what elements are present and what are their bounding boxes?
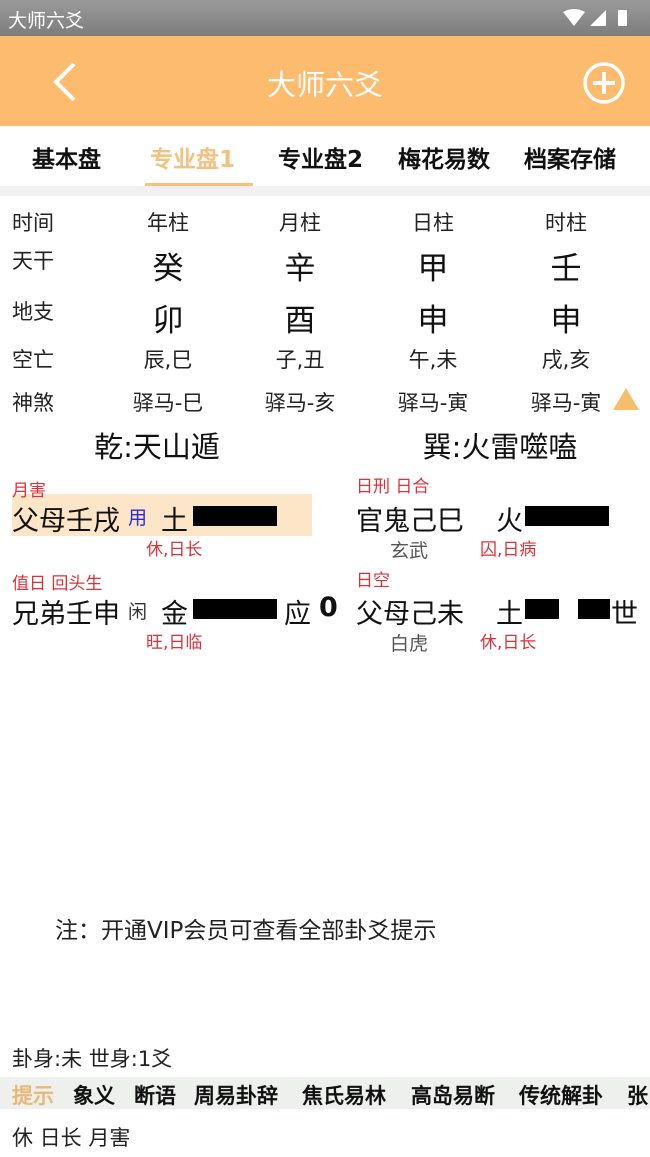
bottom-tab[interactable]: 传统解卦 [519, 1084, 603, 1108]
line-tag: 日刑 日合 [356, 477, 430, 497]
xian-marker: 闲 [128, 601, 148, 623]
yin-line-bar-left [525, 599, 559, 619]
page-title: 大师六爻 [266, 68, 383, 102]
yang-line-bar [525, 506, 609, 526]
pillar-gan: 甲 [417, 251, 449, 287]
line-shen: 玄武 [390, 540, 429, 562]
line-state: 休,日长 [146, 540, 203, 560]
pillar-name: 日柱 [412, 211, 454, 235]
bottom-tab-bar: 提示 象义 断语 周易卦辞 焦氏易林 高岛易断 传统解卦 张 [0, 1077, 650, 1109]
main-hexagram: 乾:天山遁 [94, 430, 220, 464]
bottom-tab[interactable]: 断语 [134, 1084, 176, 1108]
line-wuxing: 金 [161, 599, 188, 630]
pillar-name: 月柱 [279, 211, 321, 235]
bottom-tab[interactable]: 焦氏易林 [302, 1084, 386, 1108]
line-name[interactable]: 官鬼己巳 [356, 506, 464, 537]
label-time: 时间 [12, 211, 54, 235]
plus-circle-icon[interactable] [582, 61, 626, 105]
line-tag: 值日 回头生 [12, 574, 103, 594]
label-zhi: 地支 [12, 300, 54, 324]
hint-text: 休 日长 月害 [12, 1126, 131, 1150]
tab-bar: 基本盘 专业盘1 专业盘2 梅花易数 档案存储 [0, 126, 650, 186]
chevron-left-icon[interactable] [50, 61, 80, 103]
line-state: 旺,日临 [146, 633, 203, 653]
line-name[interactable]: 父母己未 [356, 599, 464, 630]
pillar-sha: 驿马-寅 [397, 391, 469, 415]
tab-basic[interactable]: 基本盘 [32, 147, 101, 173]
line-shen: 白虎 [390, 633, 429, 655]
yang-line-bar [193, 599, 277, 619]
line-wuxing: 火 [496, 506, 523, 537]
tab-archive[interactable]: 档案存储 [524, 147, 616, 173]
line-state: 囚,日病 [480, 540, 537, 560]
line-name[interactable]: 父母壬戌 [12, 506, 120, 537]
status-bar: 大师六爻 [0, 0, 650, 36]
line-wuxing: 土 [496, 599, 523, 630]
line-wuxing: 土 [161, 506, 188, 537]
pillar-zhi: 卯 [152, 303, 184, 339]
tab-meihua[interactable]: 梅花易数 [398, 147, 490, 173]
pillar-zhi: 申 [417, 303, 449, 339]
line-name[interactable]: 兄弟壬申 [12, 599, 120, 630]
tab-pro1[interactable]: 专业盘1 [150, 147, 236, 173]
status-app-name: 大师六爻 [8, 10, 85, 32]
active-tab-indicator [145, 183, 253, 186]
pillar-kong: 辰,巳 [143, 348, 193, 372]
pillar-kong: 午,未 [408, 348, 458, 372]
yang-line-bar [193, 506, 277, 526]
changed-hexagram: 巽:火雷噬嗑 [422, 430, 578, 464]
bottom-tab[interactable]: 象义 [73, 1084, 115, 1108]
pillar-zhi: 酉 [284, 303, 316, 339]
pillar-gan: 壬 [550, 251, 582, 287]
bottom-tab[interactable]: 周易卦辞 [194, 1084, 278, 1108]
label-gan: 天干 [12, 249, 54, 273]
app-header: 大师六爻 [0, 36, 650, 126]
pillar-gan: 辛 [284, 251, 316, 287]
pillar-sha: 驿马-亥 [264, 391, 336, 415]
shi-marker: 世 [611, 599, 638, 630]
wifi-icon [563, 9, 585, 26]
yong-marker: 用 [128, 507, 148, 529]
pillar-kong: 戌,亥 [541, 348, 591, 372]
pillar-kong: 子,丑 [275, 348, 325, 372]
tab-pro2[interactable]: 专业盘2 [278, 147, 364, 173]
label-sha: 神煞 [12, 391, 54, 415]
signal-icon [590, 10, 606, 26]
line-tag: 日空 [356, 571, 390, 591]
line-state: 休,日长 [480, 633, 537, 653]
pillar-name: 年柱 [147, 211, 189, 235]
pillar-sha: 驿马-巳 [132, 391, 204, 415]
moving-marker: 0 [319, 592, 338, 623]
pillar-zhi: 申 [550, 303, 582, 339]
yin-line-bar-right [578, 599, 610, 619]
pillar-gan: 癸 [152, 251, 184, 287]
warning-triangle-icon[interactable] [612, 386, 640, 412]
ying-marker: 应 [284, 599, 311, 630]
bottom-tab-hint[interactable]: 提示 [12, 1084, 54, 1108]
pillar-sha: 驿马-寅 [530, 391, 602, 415]
gua-shen-info: 卦身:未 世身:1爻 [12, 1047, 173, 1071]
label-kong: 空亡 [12, 348, 54, 372]
battery-icon [618, 10, 627, 26]
line-tag: 月害 [12, 481, 46, 501]
bottom-tab[interactable]: 高岛易断 [411, 1084, 495, 1108]
bottom-tab[interactable]: 张 [627, 1084, 648, 1108]
status-icons [563, 9, 627, 26]
vip-note: 注：开通VIP会员可查看全部卦爻提示 [55, 918, 437, 944]
divider [0, 186, 650, 196]
pillar-name: 时柱 [545, 211, 587, 235]
